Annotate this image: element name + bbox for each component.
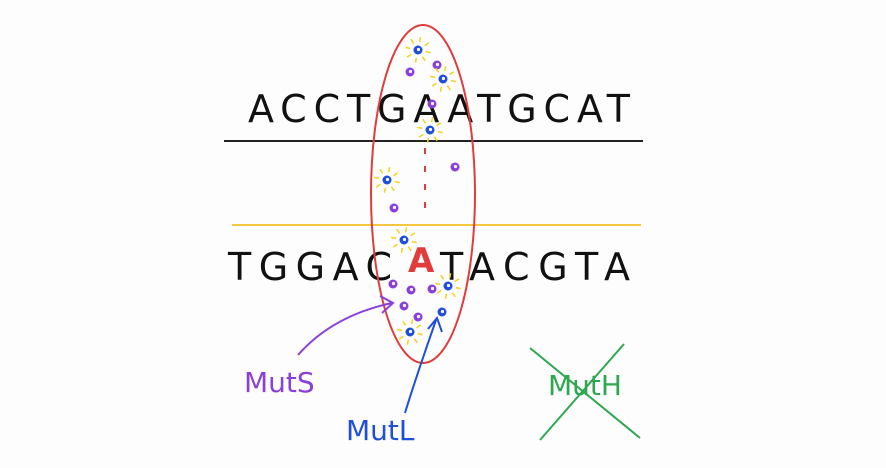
sparkle-ray xyxy=(383,187,387,193)
sparkle-ray xyxy=(450,79,456,83)
sparkle-ray xyxy=(417,126,423,130)
sparkle-ray xyxy=(422,118,427,124)
sparkle-ray xyxy=(413,338,418,344)
top-strand-sequence: ACCTGAATGCAT xyxy=(248,87,636,131)
sparkle-ray xyxy=(393,172,399,177)
protein-dot-highlight xyxy=(416,314,421,319)
protein-dot-highlight xyxy=(441,76,446,81)
sparkle-ray xyxy=(410,38,415,44)
protein-dot-highlight xyxy=(391,281,396,286)
protein-dot-highlight xyxy=(453,164,458,169)
sparkle-ray xyxy=(443,66,447,72)
protein-dot-highlight xyxy=(408,69,413,74)
protein-dot-highlight xyxy=(402,303,407,308)
sparkle-ray xyxy=(404,227,408,233)
sparkle-ray xyxy=(397,328,403,332)
sparkle-ray xyxy=(448,273,452,279)
sparkle-ray xyxy=(436,122,442,127)
sparkle-ray xyxy=(426,137,430,143)
sparkle-ray xyxy=(410,319,414,325)
sparkle-ray xyxy=(440,274,445,280)
sparkle-ray xyxy=(454,278,460,283)
sparkle-ray xyxy=(455,286,461,290)
sparkle-ray xyxy=(406,339,410,345)
sparkle-ray xyxy=(446,85,451,91)
sparkle-ray xyxy=(431,82,437,87)
protein-dot-highlight xyxy=(416,47,421,52)
sparkle-ray xyxy=(430,117,434,123)
sparkle-ray xyxy=(435,67,440,73)
protein-dot-highlight xyxy=(385,177,390,182)
sparkle-ray xyxy=(396,228,401,234)
sparkle-ray xyxy=(433,136,438,142)
protein-dot-highlight xyxy=(435,62,440,67)
sparkle-ray xyxy=(418,133,424,138)
sparkle-ray xyxy=(407,246,412,252)
sparkle-ray xyxy=(414,57,418,63)
muth-cross-line-1 xyxy=(529,347,641,439)
sparkle-ray xyxy=(398,335,404,340)
sparkle-ray xyxy=(421,56,426,62)
sparkle-ray xyxy=(402,320,407,326)
sparkle-ray xyxy=(392,243,398,248)
sparkle-ray xyxy=(417,332,423,336)
mutl-arrow xyxy=(404,319,437,414)
sparkle-ray xyxy=(375,183,381,188)
sparkle-ray xyxy=(411,240,417,244)
muts-label: MutS xyxy=(244,366,315,399)
protein-dot-highlight xyxy=(408,329,413,334)
protein-dot-highlight xyxy=(430,101,435,106)
sparkle-ray xyxy=(430,75,436,79)
protein-dot-highlight xyxy=(392,205,397,210)
sparkle-ray xyxy=(400,247,404,253)
protein-dot-highlight xyxy=(409,287,414,292)
mutl-label: MutL xyxy=(346,414,415,447)
sparkle-ray xyxy=(444,293,448,299)
sparkle-ray xyxy=(451,292,456,298)
protein-dots xyxy=(374,37,461,345)
repair-complex-ellipse xyxy=(370,24,476,364)
sparkle-ray xyxy=(416,324,422,329)
sparkle-ray xyxy=(379,168,384,174)
sparkle-ray xyxy=(410,232,416,237)
protein-dot-highlight xyxy=(428,127,433,132)
sparkle-ray xyxy=(439,86,443,92)
protein-dot-highlight xyxy=(446,283,451,288)
sparkle-ray xyxy=(418,37,422,43)
protein-dot-highlight xyxy=(402,237,407,242)
mutl-arrowhead xyxy=(427,315,443,333)
sparkle-ray xyxy=(437,130,443,134)
protein-dot-highlight xyxy=(430,286,435,291)
sparkle-ray xyxy=(436,289,442,294)
muts-arrowhead xyxy=(379,295,395,314)
sparkle-ray xyxy=(390,186,395,192)
sparkle-ray xyxy=(374,176,380,180)
protein-dot-highlight xyxy=(440,309,445,314)
mismatch-base: A xyxy=(408,241,435,281)
sparkle-ray xyxy=(391,236,397,240)
bottom-strand-left-sequence: TGGAC xyxy=(227,245,398,289)
muth-cross-line-2 xyxy=(539,343,625,441)
sparkle-ray xyxy=(405,46,411,50)
bottom-strand-right-sequence: TACGTA xyxy=(439,245,636,289)
sparkle-ray xyxy=(406,53,412,58)
sparkle-ray xyxy=(425,50,431,54)
sparkle-ray xyxy=(387,167,391,173)
muts-arrow xyxy=(297,302,393,356)
sparkle-ray xyxy=(394,180,400,184)
sparkle-ray xyxy=(435,282,441,286)
sparkle-ray xyxy=(424,42,430,47)
muth-label: MutH xyxy=(548,369,622,402)
sparkle-ray xyxy=(449,71,455,76)
